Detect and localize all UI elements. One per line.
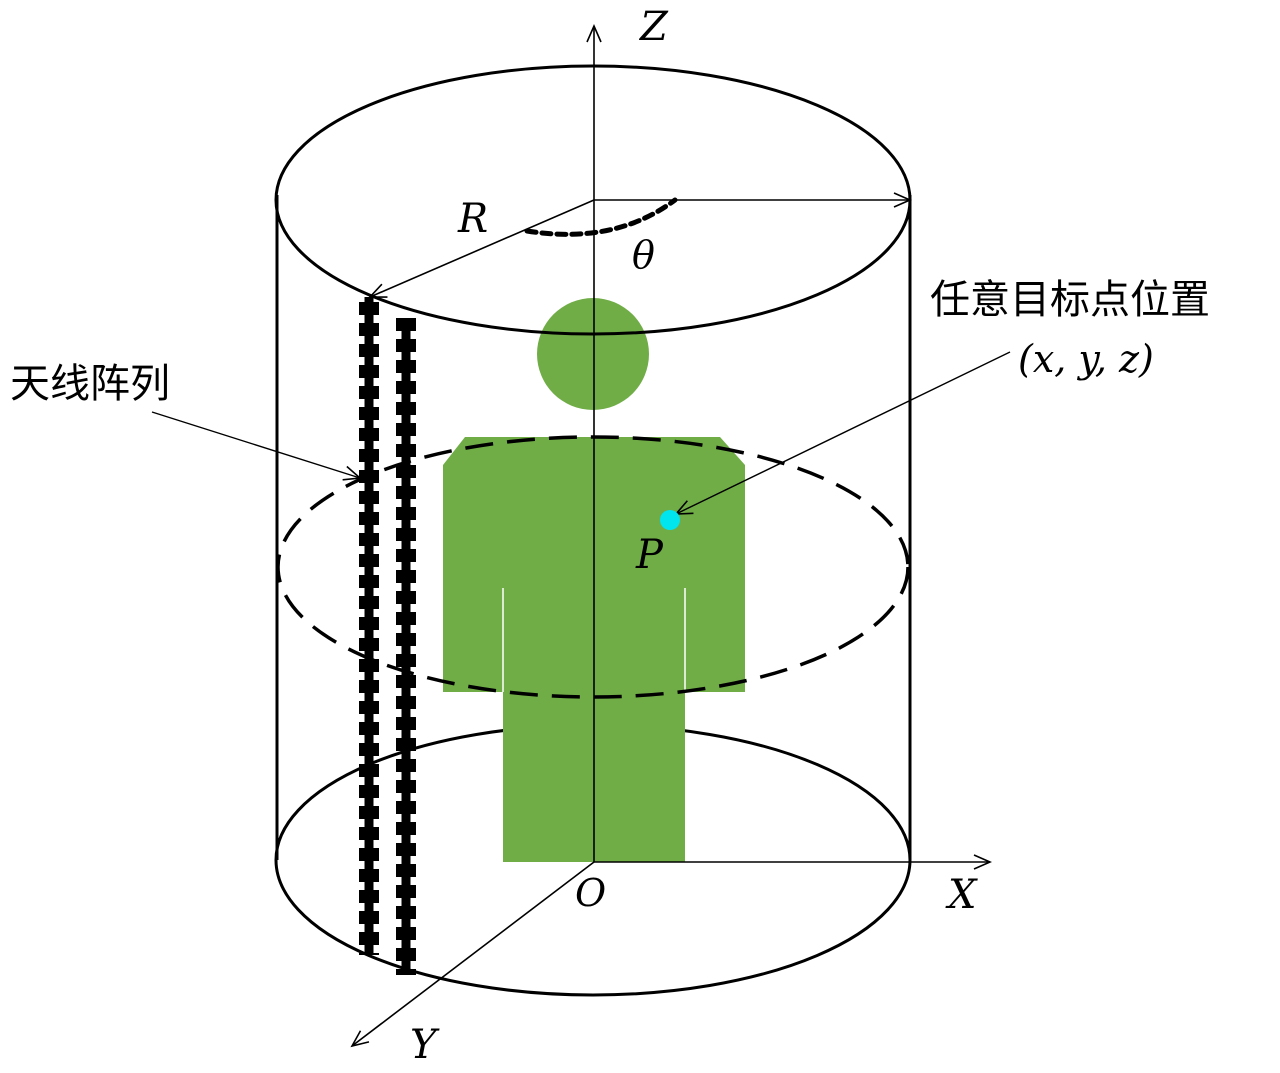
axis-x-label: X xyxy=(945,872,978,918)
person-head xyxy=(537,298,649,410)
angle-arc xyxy=(524,197,678,237)
origin-label: O xyxy=(575,871,606,915)
target-point-marker xyxy=(660,510,680,530)
scan-slice-ellipse xyxy=(276,435,910,699)
antenna-array xyxy=(359,297,416,975)
radius-line-antenna xyxy=(368,199,595,298)
radius-label: R xyxy=(457,196,488,242)
target-coords-label: (x, y, z) xyxy=(1018,337,1154,381)
y-axis xyxy=(350,861,595,1048)
point-label: P xyxy=(635,532,664,578)
axis-z-label: Z xyxy=(638,4,669,50)
antenna-array-leader xyxy=(151,411,362,481)
angle-label: θ xyxy=(632,233,655,277)
target-point-leader xyxy=(674,351,1011,515)
antenna-array-label: 天线阵列 xyxy=(10,361,170,407)
axis-y-label: Y xyxy=(410,1022,440,1068)
target-point-label: 任意目标点位置 xyxy=(930,277,1210,323)
